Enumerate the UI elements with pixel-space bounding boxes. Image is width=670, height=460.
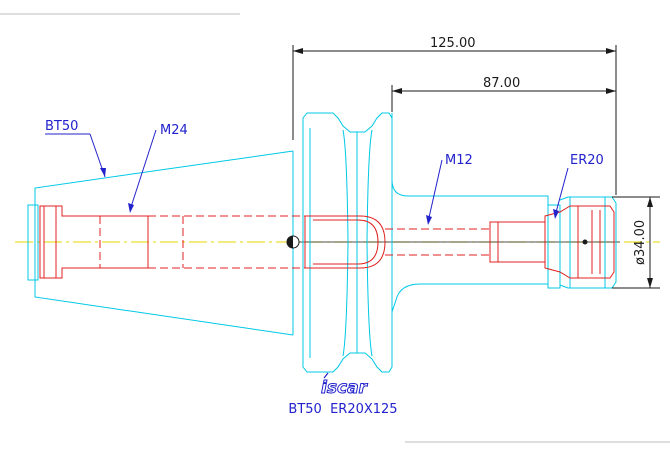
flange-outline — [302, 112, 393, 373]
collet-nut-outline — [559, 196, 617, 289]
callout-er20: ER20 — [553, 153, 604, 219]
iscar-logo: iscar — [321, 372, 369, 399]
callout-er20-label: ER20 — [570, 153, 604, 168]
dimension-diameter: ø34.00 — [612, 196, 660, 289]
dimension-gauge-length: 87.00 — [391, 76, 616, 112]
callout-m24-label: M24 — [160, 123, 188, 138]
nose-point — [582, 239, 588, 245]
dimension-87: 87.00 — [483, 76, 520, 91]
callout-bt50: BT50 — [45, 119, 106, 178]
part-number: BT50 ER20X125 — [288, 402, 397, 417]
taper-outline — [34, 150, 294, 336]
callout-m12-label: M12 — [445, 153, 473, 168]
datum-fill — [287, 236, 293, 248]
callout-bt50-label: BT50 — [45, 119, 78, 134]
neck-outline — [391, 113, 561, 313]
internal-features — [39, 205, 615, 279]
dimension-overall-length: 125.00 — [292, 36, 617, 195]
dimension-dia34: ø34.00 — [633, 220, 648, 265]
dimension-125: 125.00 — [430, 36, 476, 51]
callout-m12: M12 — [426, 153, 473, 225]
callout-m24: M24 — [128, 123, 188, 213]
iscar-logo-text: iscar — [321, 378, 368, 398]
